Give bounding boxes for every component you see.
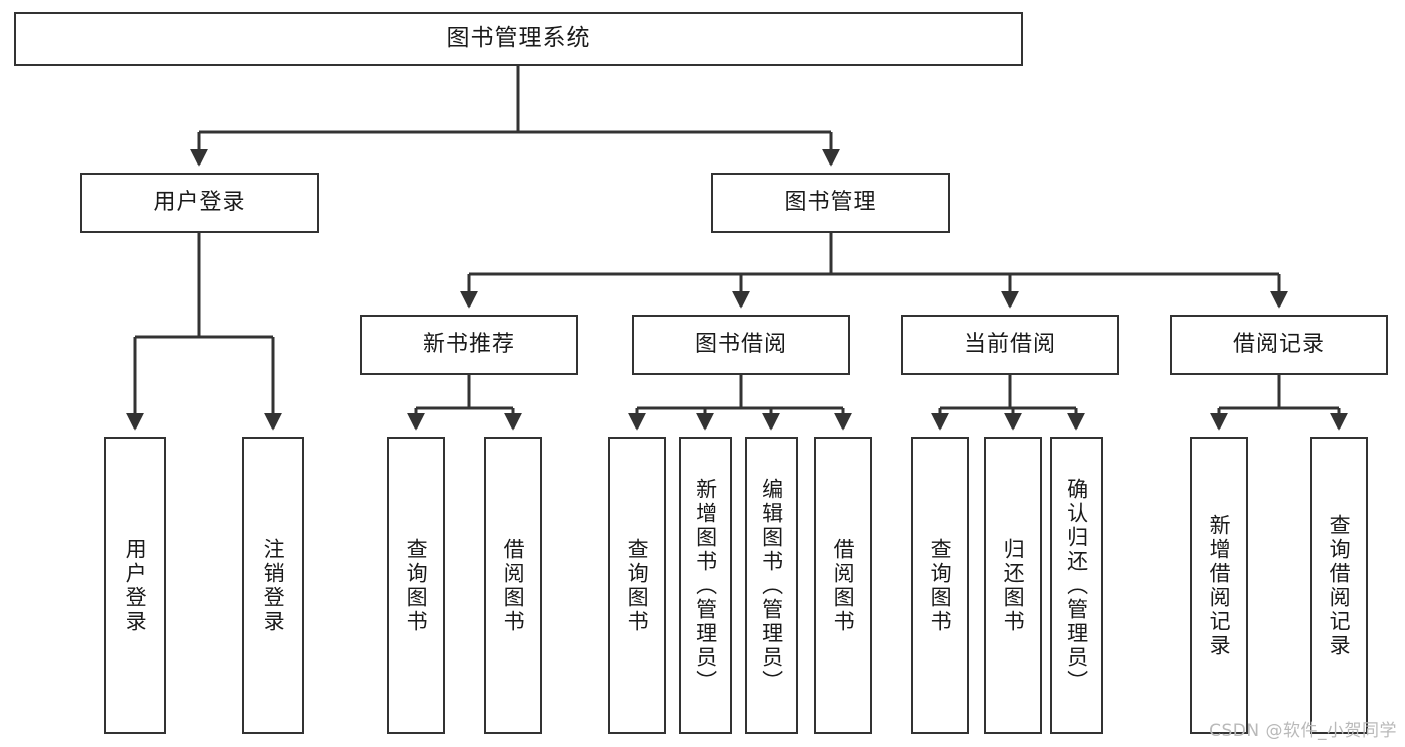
node-new-book-rec[interactable]: 新书推荐	[360, 315, 578, 375]
leaf-user-login[interactable]: 用户登录	[104, 437, 166, 734]
node-book-borrow[interactable]: 图书借阅	[632, 315, 850, 375]
leaf-label: 借阅图书	[501, 537, 526, 634]
leaf-user-logout[interactable]: 注销登录	[242, 437, 304, 734]
leaf-add-record[interactable]: 新增借阅记录	[1190, 437, 1248, 734]
leaf-query-record[interactable]: 查询借阅记录	[1310, 437, 1368, 734]
leaf-borrow-book-1[interactable]: 借阅图书	[484, 437, 542, 734]
node-book-manage[interactable]: 图书管理	[711, 173, 950, 233]
leaf-label: 归还图书	[1001, 537, 1026, 634]
leaf-label: 注销登录	[261, 537, 286, 634]
leaf-label: 查询图书	[625, 537, 650, 634]
leaf-label: 新增图书（管理员）	[693, 477, 718, 694]
node-user-login[interactable]: 用户登录	[80, 173, 319, 233]
leaf-query-book-1[interactable]: 查询图书	[387, 437, 445, 734]
leaf-label: 借阅图书	[831, 537, 856, 634]
csdn-watermark: CSDN @软件_小贺同学	[1209, 721, 1397, 741]
leaf-confirm-return[interactable]: 确认归还（管理员）	[1050, 437, 1103, 734]
leaf-query-book-3[interactable]: 查询图书	[911, 437, 969, 734]
leaf-label: 用户登录	[123, 537, 148, 634]
node-borrow-record[interactable]: 借阅记录	[1170, 315, 1388, 375]
leaf-borrow-book-2[interactable]: 借阅图书	[814, 437, 872, 734]
leaf-label: 查询图书	[928, 537, 953, 634]
node-current-borrow[interactable]: 当前借阅	[901, 315, 1119, 375]
leaf-label: 查询借阅记录	[1327, 513, 1352, 658]
leaf-edit-book[interactable]: 编辑图书（管理员）	[745, 437, 798, 734]
leaf-query-book-2[interactable]: 查询图书	[608, 437, 666, 734]
leaf-label: 确认归还（管理员）	[1064, 477, 1089, 694]
node-root[interactable]: 图书管理系统	[14, 12, 1023, 66]
leaf-label: 查询图书	[404, 537, 429, 634]
leaf-return-book[interactable]: 归还图书	[984, 437, 1042, 734]
leaf-label: 新增借阅记录	[1207, 513, 1232, 658]
leaf-label: 编辑图书（管理员）	[759, 477, 784, 694]
leaf-add-book[interactable]: 新增图书（管理员）	[679, 437, 732, 734]
